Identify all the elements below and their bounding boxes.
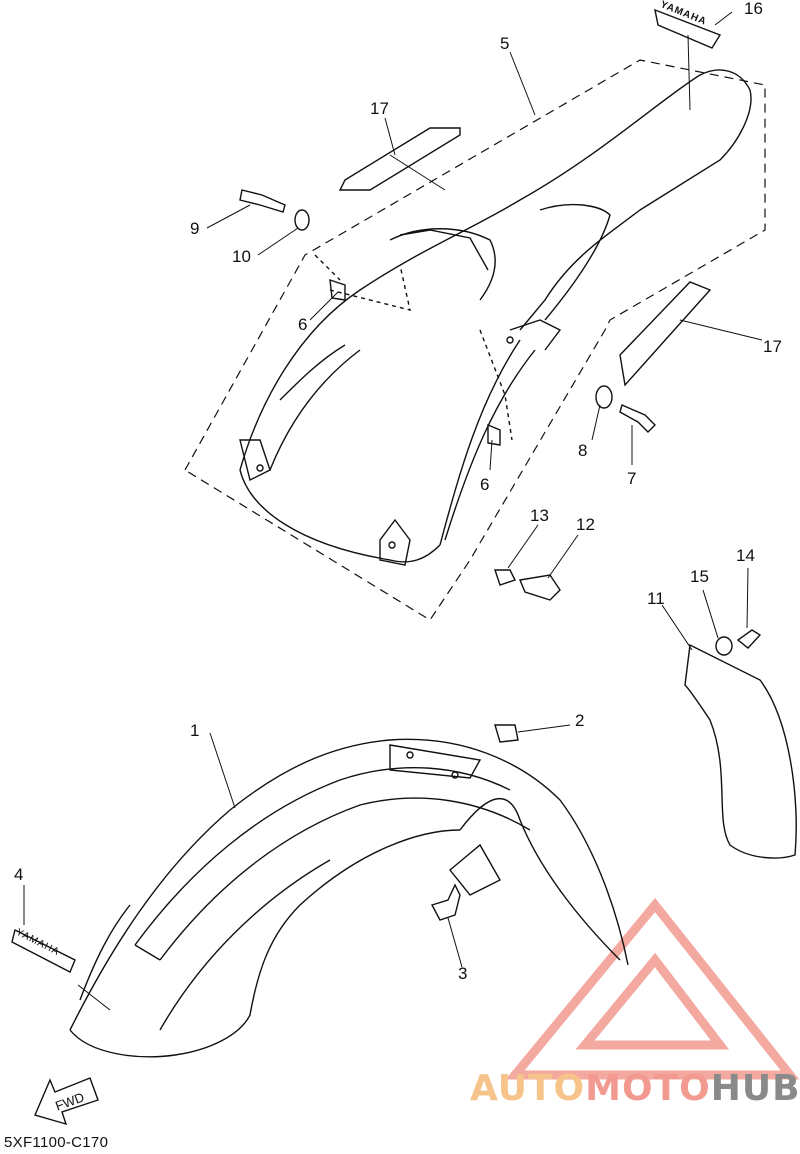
watermark-moto: MOTO [585,1068,711,1109]
callout-10: 10 [232,247,251,266]
callout-5: 5 [500,34,510,53]
callout-2: 2 [575,711,585,730]
collar-13-icon [494,569,516,586]
yamaha-decal [11,928,76,973]
watermark-text: AUTOMOTOHUB [470,1068,800,1109]
emblem-decal [654,8,722,49]
watermark-logo-icon [505,897,800,1080]
callout-7: 7 [627,469,637,488]
rear-fender [239,69,752,566]
bolt-3-icon [430,883,461,921]
watermark-hub: HUB [710,1068,800,1109]
bolt-9-icon [239,189,286,213]
leader-lines [23,11,763,1011]
screw-14-icon [736,629,762,649]
callout-1: 1 [190,721,200,740]
callout-13: 13 [530,506,549,525]
washer-8-icon [595,385,613,409]
bolt-7-icon [619,404,656,433]
callout-8: 8 [578,441,588,460]
bolt-12-icon [519,574,561,601]
front-fender [69,738,629,1058]
washer-10-icon [294,209,310,231]
callout-11: 11 [647,589,665,608]
rear-fender-assembly-outline [184,59,766,621]
watermark-auto: AUTO [470,1068,586,1109]
callout-6-right: 6 [480,475,490,494]
callout-12: 12 [576,515,595,534]
callout-9: 9 [190,219,200,238]
callout-17-upper: 17 [370,99,389,118]
callout-3: 3 [458,964,468,983]
mud-flap [684,643,797,859]
callout-4: 4 [14,865,24,884]
washer-15-icon [715,636,733,656]
graphic-decal-upper [338,127,461,191]
callout-16: 16 [744,0,763,18]
graphic-decal-side [619,281,712,387]
callout-6-left: 6 [298,315,308,334]
callout-15: 15 [690,567,709,586]
fwd-arrow-icon [34,1077,99,1126]
callout-14: 14 [736,546,755,565]
grommet-2-icon [494,724,519,743]
callout-17-side: 17 [763,337,782,356]
part-code: 5XF1100-C170 [4,1134,109,1151]
